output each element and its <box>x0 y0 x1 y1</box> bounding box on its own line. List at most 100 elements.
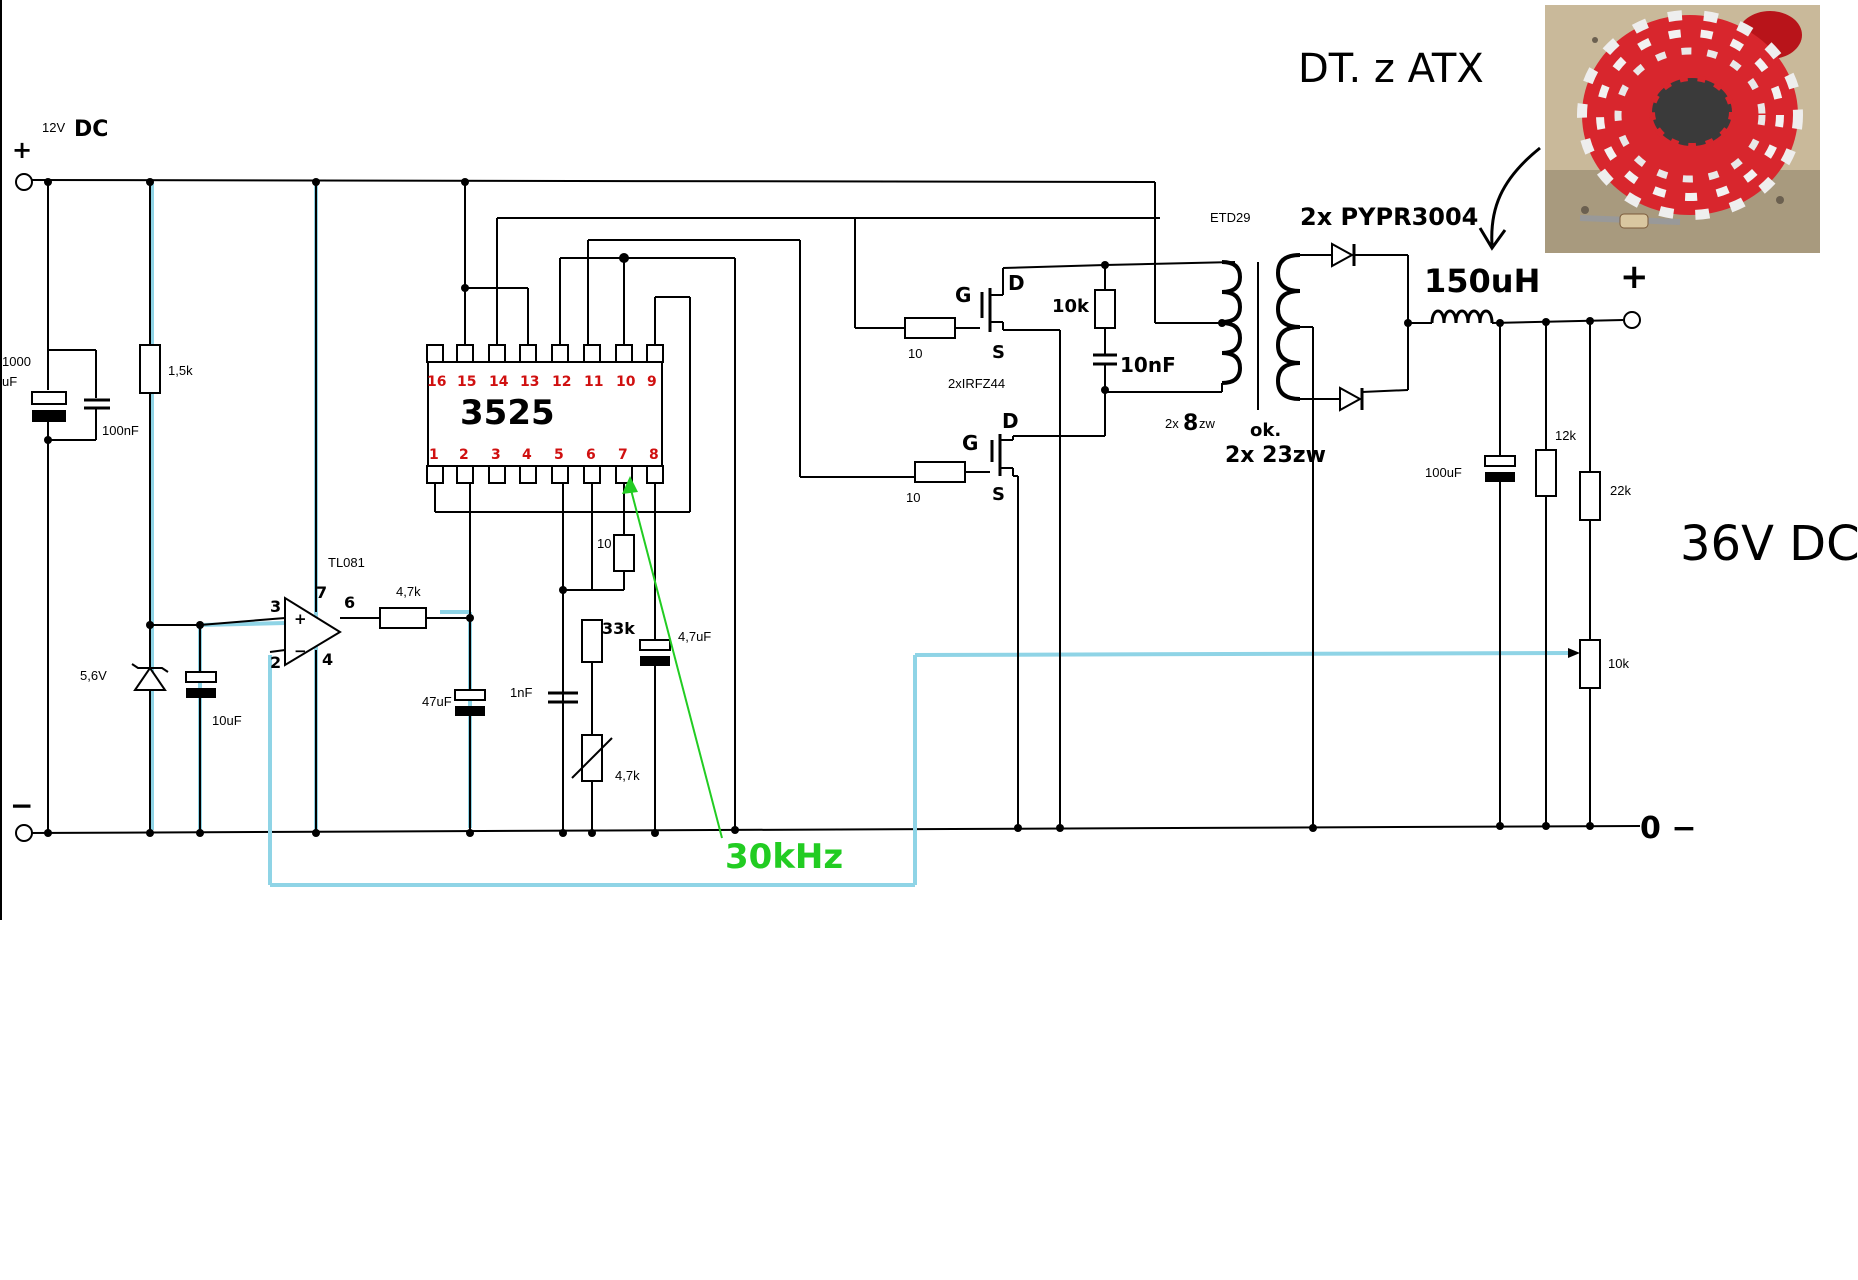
input-voltage-label: 12V <box>42 120 65 135</box>
ic-pin-number-top: 16 <box>427 374 446 390</box>
timing-components: 10 33k 1nF 4,7k 4,7uF <box>466 534 739 837</box>
output-plus: + <box>1620 257 1649 297</box>
mosfets-label: 2xIRFZ44 <box>948 376 1005 391</box>
r-10-timing-label: 10 <box>597 536 611 551</box>
ic-pin-bottom <box>456 465 474 484</box>
inductor-note-label: DT. z ATX <box>1298 46 1484 92</box>
input-terminal: + − 12V DC <box>10 117 108 842</box>
ic-pin-top <box>551 344 569 363</box>
ic-pin-number-top: 14 <box>489 374 509 390</box>
c-out-label: 100uF <box>1425 465 1462 480</box>
ic-pin-number-top: 15 <box>457 374 476 390</box>
ic-pin-top <box>456 344 474 363</box>
ic-pin-number-bottom: 8 <box>649 447 659 463</box>
ic-pin-number-bottom: 4 <box>522 447 532 463</box>
r-1-5k-label: 1,5k <box>168 363 193 378</box>
zener-label: 5,6V <box>80 668 107 683</box>
rails <box>27 179 1641 834</box>
input-type-label: DC <box>74 117 108 142</box>
ic-pin-number-top: 13 <box>520 374 539 390</box>
r-12k-label: 12k <box>1555 428 1576 443</box>
pot-10k-label: 10k <box>1608 656 1629 671</box>
r-gate2-label: 10 <box>906 490 920 505</box>
transformer-core-label: ETD29 <box>1210 210 1250 225</box>
pot-4-7k-label: 4,7k <box>615 768 640 783</box>
secondary-approx: ok. <box>1250 420 1281 441</box>
c-47uf-label: 47uF <box>422 694 452 709</box>
svg-text:2: 2 <box>270 653 281 672</box>
output-diodes: 2x PYPR3004 <box>1300 203 1478 412</box>
feedback-overlay <box>150 182 1576 887</box>
primary-turns-label: 2x <box>1165 416 1179 431</box>
svg-text:+: + <box>294 610 307 628</box>
c-1000uf-label-a: 1000 <box>2 354 31 369</box>
toroid-photo <box>1545 5 1820 253</box>
inductor-label: 150uH <box>1424 262 1540 300</box>
ic-pin-bottom <box>488 465 506 484</box>
output-minus: 0 − <box>1640 811 1696 846</box>
ic-pin-number-top: 12 <box>552 374 571 390</box>
ic-pin-number-bottom: 2 <box>459 447 469 463</box>
svg-text:S: S <box>992 484 1005 505</box>
ic-pin-top <box>426 344 444 363</box>
ic-pin-top <box>615 344 633 363</box>
secondary-turns: 2x 23zw <box>1225 443 1326 468</box>
ic-pin-bottom <box>519 465 537 484</box>
ic-pin-bottom <box>646 465 664 484</box>
ic-pin-number-bottom: 5 <box>554 447 564 463</box>
reference-network: 1,5k 5,6V 10uF <box>80 182 242 833</box>
r-4-7k-label: 4,7k <box>396 584 421 599</box>
svg-text:6: 6 <box>344 593 355 612</box>
input-minus: − <box>10 789 33 822</box>
r-22k-label: 22k <box>1610 483 1631 498</box>
ic-pin-top <box>646 344 664 363</box>
mosfet-stage: 10 G D S 2xIRFZ44 10 G D S <box>904 264 1106 832</box>
svg-text:S: S <box>992 342 1005 363</box>
ic-pin-bottom <box>551 465 569 484</box>
ic-pin-number-bottom: 6 <box>586 447 596 463</box>
ic-pin-bottom <box>583 465 601 484</box>
ic-pin-number-top: 10 <box>616 374 636 390</box>
c-1000uf-label-b: uF <box>2 374 17 389</box>
ic-pin-bottom <box>426 465 444 484</box>
svg-text:3: 3 <box>270 597 281 616</box>
svg-text:G: G <box>955 283 971 307</box>
ic-pin-top <box>519 344 537 363</box>
r-gate1-label: 10 <box>908 346 922 361</box>
svg-text:G: G <box>962 431 978 455</box>
input-capacitors: 1000 uF 100nF <box>2 182 139 833</box>
rail-junctions <box>44 178 469 837</box>
c-1nf-label: 1nF <box>510 685 532 700</box>
ic-pin-top <box>583 344 601 363</box>
r-snubber-label: 10k <box>1052 296 1090 317</box>
svg-text:D: D <box>1002 409 1019 433</box>
opamp-label: TL081 <box>328 555 365 570</box>
diodes-label: 2x PYPR3004 <box>1300 203 1478 231</box>
c-4-7uf-label: 4,7uF <box>678 629 711 644</box>
ic-pin-number-bottom: 7 <box>618 447 628 463</box>
frequency-label: 30kHz <box>725 837 843 877</box>
ic-pin-number-top: 9 <box>647 374 657 390</box>
primary-turns-8: 8 <box>1183 411 1198 436</box>
output-filter: 150uH + 100uF 12k 22k 10k 0 − 36V DC <box>1424 257 1858 846</box>
ic-label: 3525 <box>460 393 555 433</box>
inductor-note: DT. z ATX <box>1298 46 1541 251</box>
ic-pin-number-top: 11 <box>584 374 603 390</box>
svg-text:4: 4 <box>322 650 333 669</box>
opamp-tl081: + − TL081 3 2 7 6 4 4,7k 47uF <box>199 182 486 833</box>
frequency-annotation: 30kHz <box>622 476 843 877</box>
c-10uf-label: 10uF <box>212 713 242 728</box>
transformer: ETD29 2x 8 zw ok. 2x 23zw <box>1104 210 1340 832</box>
r-33k-label: 33k <box>602 619 635 638</box>
output-voltage-label: 36V DC <box>1680 516 1858 572</box>
snubber: 10k 10nF <box>1052 261 1176 436</box>
c-100nf-label: 100nF <box>102 423 139 438</box>
ic-pin-top <box>488 344 506 363</box>
ic-pin-number-bottom: 1 <box>429 447 439 463</box>
svg-text:D: D <box>1008 271 1025 295</box>
ic-pin-number-bottom: 3 <box>491 447 501 463</box>
c-snubber-label: 10nF <box>1120 353 1176 377</box>
primary-turns-zw: zw <box>1199 416 1216 431</box>
